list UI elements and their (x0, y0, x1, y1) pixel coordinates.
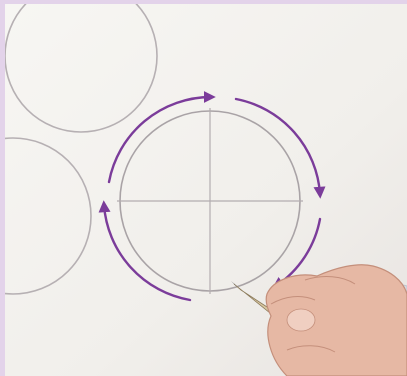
fingernail (287, 309, 315, 331)
drawing-photo (5, 4, 407, 376)
drawing-illustration (5, 4, 407, 376)
